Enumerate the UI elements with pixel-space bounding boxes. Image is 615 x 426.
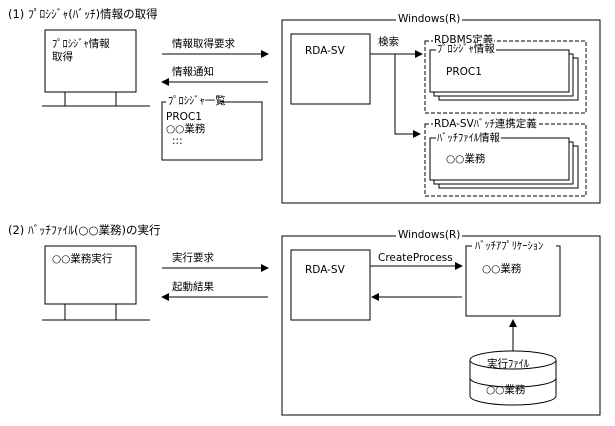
client-terminal-1: [42, 29, 150, 107]
search-label: 検索: [378, 36, 399, 48]
rdbms-definition-box: [424, 40, 587, 114]
procedure-list-item: :::: [172, 135, 183, 147]
request-label: 情報取得要求: [172, 38, 235, 50]
batch-file-info-card: [429, 137, 570, 181]
create-process-label: CreateProcess: [378, 252, 453, 264]
section-2-heading: (2) ﾊﾞｯﾁﾌｧｲﾙ(○○業務)の実行: [8, 223, 161, 237]
section-1-heading: (1) ﾌﾟﾛｼｼﾞｬ(ﾊﾞｯﾁ)情報の取得: [8, 7, 158, 21]
procedure-list-box: [161, 101, 263, 161]
procedure-list-item: ○○業務: [166, 123, 206, 135]
exec-file-cylinder: [469, 350, 557, 406]
exec-file-title: 実行ﾌｧｲﾙ: [487, 358, 529, 370]
batch-file-info-value: ○○業務: [446, 153, 486, 165]
procedure-info-title: ﾌﾟﾛｼｼﾞｬ情報: [436, 43, 496, 56]
client-1-label-line1: ﾌﾟﾛｼｼﾞｬ情報: [52, 38, 110, 50]
client-terminal-2: [42, 245, 150, 321]
rda-sv-1-label: RDA-SV: [305, 45, 345, 57]
client-2-label: ○○業務実行: [52, 253, 113, 265]
notify-label: 情報通知: [172, 66, 214, 78]
procedure-list-title: ﾌﾟﾛｼｼﾞｬ一覧: [168, 95, 226, 107]
rda-sv-box-2: [290, 249, 371, 321]
client-1-label-line2: 取得: [52, 51, 73, 63]
batch-application-title: ﾊﾞｯﾁｱﾌﾟﾘｹｰｼｮﾝ: [474, 240, 545, 253]
procedure-info-card: [429, 49, 570, 93]
search-arrow: [370, 53, 421, 138]
batch-link-definition-title: RDA-SVﾊﾞｯﾁ連携定義: [433, 118, 538, 131]
procedure-info-value: PROC1: [446, 66, 482, 78]
procedure-list-item: PROC1: [166, 111, 202, 123]
start-result-label: 起動結果: [172, 281, 214, 293]
server-1-window-label: Windows(R): [396, 13, 463, 26]
rda-sv-box-1: [290, 33, 371, 105]
exec-request-label: 実行要求: [172, 252, 214, 264]
batch-application-value: ○○業務: [482, 263, 522, 275]
server-2-window-label: Windows(R): [396, 229, 463, 242]
exec-file-value: ○○業務: [486, 384, 526, 396]
batch-application-box: [465, 245, 561, 317]
batch-file-info-title: ﾊﾞｯﾁﾌｧｲﾙ情報: [436, 132, 501, 145]
rda-sv-2-label: RDA-SV: [305, 264, 345, 276]
